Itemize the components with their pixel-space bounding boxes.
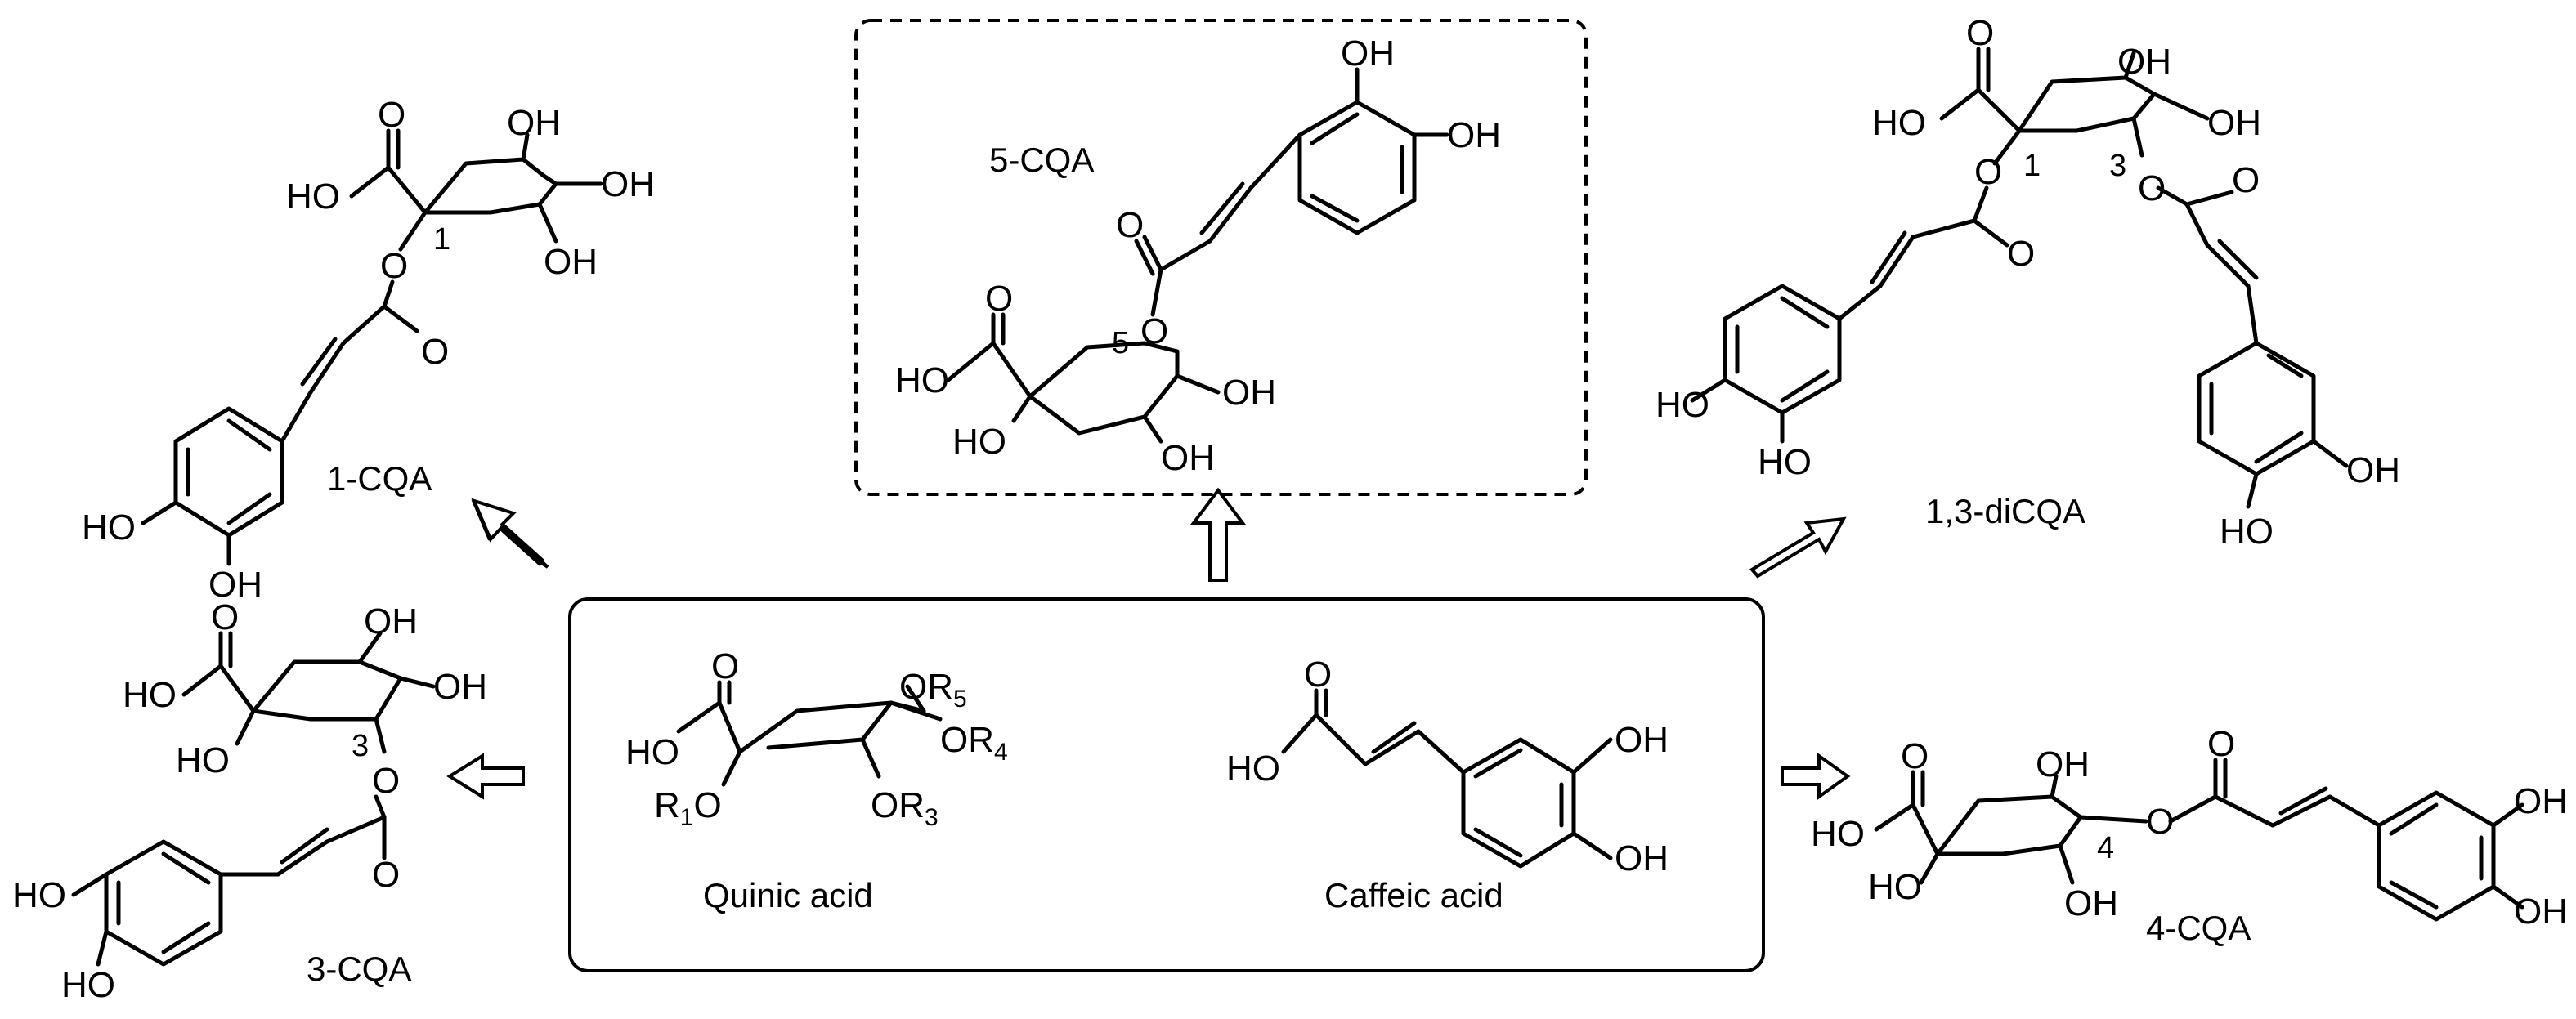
- quinic-acid-name: Quinic acid: [703, 876, 873, 914]
- cqa5-oh-b: OH: [1161, 438, 1215, 478]
- cqa3-oh-a: OH: [364, 601, 418, 641]
- cqa4-o-ester: O: [2146, 802, 2174, 842]
- quinic-or5-label: OR5: [899, 667, 967, 713]
- cqa4-name: 4-CQA: [2146, 909, 2251, 947]
- arrow-to-cqa4: [1781, 753, 1851, 800]
- dicqa13-ho-cat-b: HO: [1758, 442, 1812, 482]
- cqa5-oh-cat-b: OH: [1447, 115, 1501, 155]
- cqa5-box: 5-CQA OH OH O O: [854, 19, 1588, 496]
- quinic-r1-label: R1O: [654, 785, 722, 831]
- cqa3-ho-c1: HO: [176, 740, 230, 780]
- cqa4-oh-b: OH: [2064, 883, 2118, 923]
- arrow-to-cqa3: [446, 753, 525, 800]
- caffeic-oh-b-label: OH: [1615, 838, 1669, 878]
- dicqa13-oh-a: OH: [2117, 42, 2171, 82]
- quinic-ho-label: HO: [625, 732, 679, 772]
- caffeic-oh-a-label: OH: [1615, 720, 1669, 760]
- cqa4-oh-a: OH: [2036, 744, 2090, 784]
- cqa4-ho-acid: HO: [1811, 814, 1865, 854]
- cqa1-locant: 1: [433, 222, 450, 257]
- arrow-to-cqa5: [1190, 487, 1246, 582]
- cqa3-name: 3-CQA: [307, 950, 411, 988]
- cqa3-o-ester: O: [372, 761, 400, 801]
- cqa3-o-acid: O: [211, 597, 239, 637]
- dicqa13-locant-b: 3: [2109, 149, 2126, 183]
- cqa4-oh-cat-b: OH: [2514, 892, 2568, 932]
- cqa3-oh-b: OH: [433, 667, 487, 707]
- cqa1-ho-acid: HO: [286, 177, 340, 217]
- cqa1-structure: O HO OH OH OH 1 O O HO OH: [82, 95, 655, 605]
- cqa1-oh-c: OH: [544, 242, 598, 282]
- cqa1-oh-a: OH: [507, 103, 561, 143]
- cqa5-name: 5-CQA: [989, 141, 1094, 179]
- center-reactants-box: HO O R1O OR3 OR4 OR5 Quinic acid HO O OH: [568, 597, 1765, 972]
- dicqa13-o-acid: O: [1966, 13, 1994, 53]
- dicqa13-oh-cat-c: OH: [2346, 450, 2400, 490]
- quinic-or3-label: OR3: [871, 785, 939, 831]
- dicqa13-o-ester-a: O: [1974, 152, 2002, 192]
- cqa5-o-ester: O: [1140, 311, 1168, 351]
- cqa5-oh-cat-a: OH: [1341, 34, 1395, 74]
- dicqa13-o-carbonyl-a: O: [2007, 234, 2035, 274]
- cqa1-oh-b: OH: [601, 164, 655, 204]
- cqa4-o-acid: O: [1901, 736, 1929, 776]
- cqa1-o-acid: O: [378, 95, 405, 135]
- cqa3-ho-acid: HO: [123, 675, 177, 715]
- cqa1-o-carbonyl: O: [421, 332, 449, 372]
- cqa4-oh-cat-a: OH: [2514, 781, 2568, 821]
- cqa3-ho-cat-b: HO: [61, 965, 115, 1005]
- cqa3-locant: 3: [352, 729, 369, 763]
- cqa3-structure: O HO HO OH OH 3 O O HO HO: [12, 597, 487, 1005]
- cqa5-structure: OH OH O O 5 O HO HO OH OH: [895, 34, 1501, 478]
- cqa1-oh-cat-b: OH: [208, 565, 262, 605]
- dicqa13-o-carbonyl-b: O: [2232, 160, 2260, 200]
- cqa3-ho-cat-a: HO: [12, 875, 66, 915]
- dicqa13-locant-a: 1: [2023, 149, 2041, 183]
- cqa1-ho-cat-a: HO: [82, 507, 136, 547]
- cqa4-ho-c1: HO: [1868, 867, 1922, 907]
- cqa4-structure: O HO HO OH OH 4 O O OH OH: [1811, 724, 2568, 932]
- cqa5-ho-acid: HO: [895, 360, 949, 400]
- quinic-or4-label: OR4: [940, 720, 1008, 766]
- cqa3-o-carbonyl: O: [372, 855, 400, 895]
- caffeic-ho-label: HO: [1226, 749, 1280, 789]
- dicqa13-ho-cat-d: HO: [2220, 512, 2274, 552]
- cqa4-o-carbonyl: O: [2207, 724, 2235, 764]
- quinic-o-carbonyl-label: O: [711, 646, 739, 686]
- cqa5-o-acid: O: [985, 279, 1013, 319]
- quinic-acid-structure: HO O R1O OR3 OR4 OR5: [625, 646, 1008, 831]
- arrow-to-cqa1: [471, 498, 549, 569]
- dicqa13-ho-cat-a: HO: [1655, 385, 1709, 425]
- dicqa13-ho-acid: HO: [1872, 103, 1926, 143]
- cqa1-o-ester: O: [380, 246, 408, 286]
- cqa5-locant: 5: [1112, 326, 1129, 360]
- cqa4-locant: 4: [2097, 831, 2114, 865]
- cqa5-oh-a: OH: [1222, 373, 1276, 413]
- cqa5-ho-c1: HO: [952, 422, 1006, 462]
- caffeic-o-carbonyl-label: O: [1304, 655, 1332, 695]
- arrow-to-dicqa13: [1749, 516, 1847, 579]
- caffeic-acid-structure: HO O OH OH: [1226, 655, 1669, 878]
- caffeic-acid-name: Caffeic acid: [1324, 876, 1503, 914]
- dicqa13-o-ester-b: O: [2138, 168, 2166, 208]
- dicqa13-oh-b: OH: [2207, 103, 2261, 143]
- dicqa13-name: 1,3-diCQA: [1925, 492, 2085, 530]
- cqa1-name: 1-CQA: [327, 459, 432, 498]
- cqa5-o-carbonyl: O: [1116, 205, 1144, 245]
- dicqa13-structure: O HO OH OH 1 3 O O O O HO HO OH HO: [1655, 13, 2400, 552]
